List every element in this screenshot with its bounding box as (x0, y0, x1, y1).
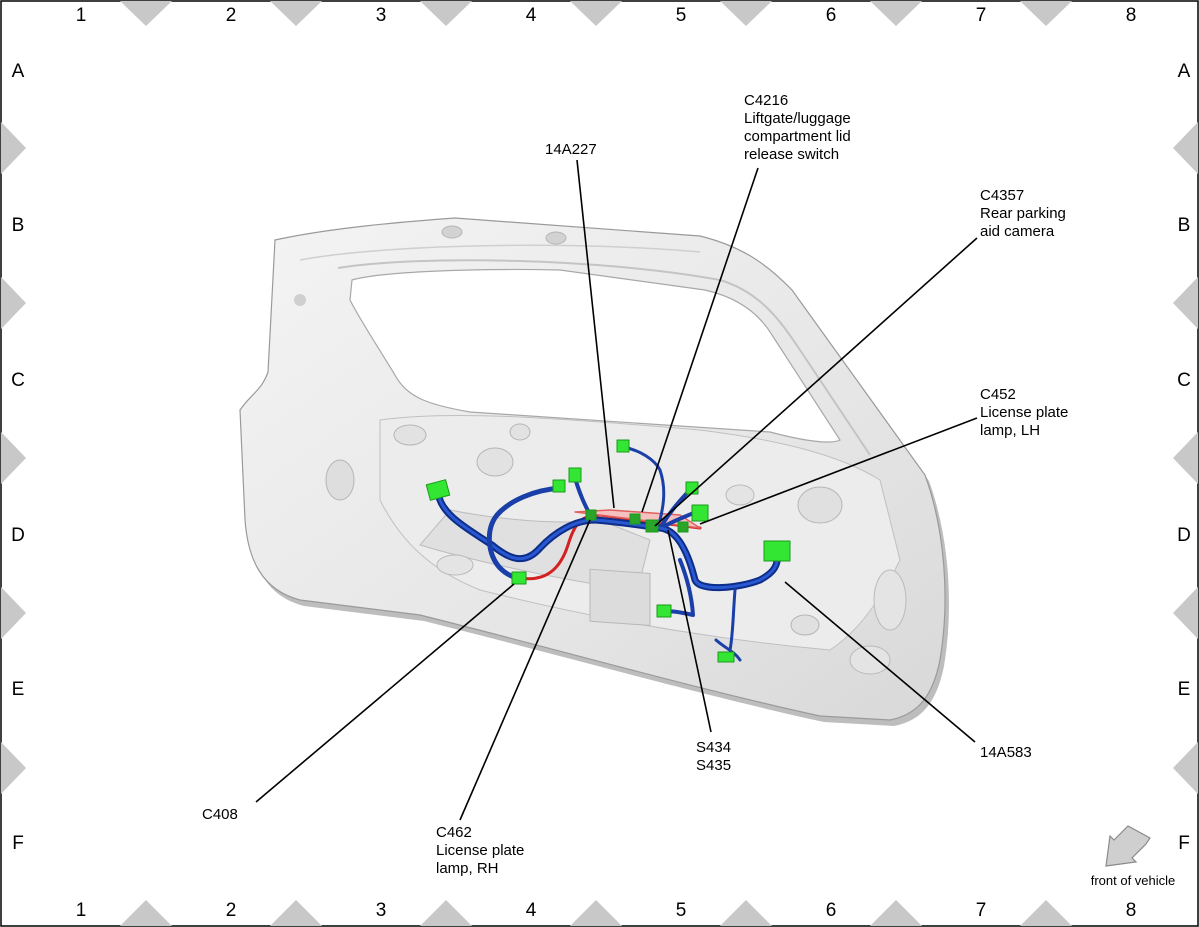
callout-line: C462 (436, 824, 472, 841)
leader-c4357 (654, 237, 978, 527)
callout-s434-s435: S434 S435 (696, 739, 731, 774)
col-label: 2 (226, 900, 237, 921)
col-label: 4 (526, 5, 537, 26)
callout-line: S435 (696, 757, 731, 774)
callout-line: S434 (696, 739, 731, 756)
callout-c462: C462 License plate lamp, RH (436, 824, 524, 877)
leader-c452 (699, 417, 978, 525)
col-label: 5 (676, 900, 687, 921)
leader-c462 (459, 519, 591, 821)
row-label: A (12, 61, 25, 82)
col-label: 8 (1126, 900, 1137, 921)
callout-line: lamp, RH (436, 860, 499, 877)
row-label: A (1178, 61, 1191, 82)
row-label: C (1177, 370, 1191, 391)
col-label: 3 (376, 900, 387, 921)
row-label: E (12, 679, 25, 700)
liftgate-panel (239, 217, 949, 726)
front-of-vehicle-label: front of vehicle (1091, 873, 1176, 888)
col-label: 6 (826, 900, 837, 921)
row-label: F (1178, 833, 1190, 854)
left-row-labels: A B C D E F (11, 61, 25, 854)
col-label: 4 (526, 900, 537, 921)
leader-14a227 (576, 159, 615, 509)
callout-line: C4357 (980, 187, 1024, 204)
front-of-vehicle-indicator: front of vehicle (1091, 825, 1176, 888)
row-label: C (11, 370, 25, 391)
row-label: D (1177, 525, 1191, 546)
callout-c452: C452 License plate lamp, LH (980, 386, 1068, 439)
top-border-markers (120, 1, 1072, 26)
arrow-icon (1105, 825, 1151, 867)
row-label: B (1178, 215, 1191, 236)
callout-line: lamp, LH (980, 422, 1040, 439)
row-label: F (12, 833, 24, 854)
bottom-border-markers (120, 900, 1072, 926)
col-label: 3 (376, 5, 387, 26)
row-label: B (12, 215, 25, 236)
row-label: E (1178, 679, 1191, 700)
callout-line: 14A583 (980, 744, 1032, 761)
callout-line: release switch (744, 146, 839, 163)
callout-c408: C408 (202, 806, 238, 823)
callout-line: aid camera (980, 223, 1055, 240)
col-label: 6 (826, 5, 837, 26)
wiring-harness (425, 439, 791, 663)
col-label: 7 (976, 5, 987, 26)
callout-line: License plate (980, 404, 1068, 421)
leader-c4216 (641, 167, 759, 513)
right-border-markers (1173, 122, 1198, 794)
row-label: D (11, 525, 25, 546)
callout-14a227: 14A227 (545, 141, 597, 158)
col-label: 1 (76, 900, 87, 921)
col-label: 8 (1126, 5, 1137, 26)
leader-c408 (255, 583, 515, 803)
leader-s434 (667, 529, 712, 733)
callout-14a583: 14A583 (980, 744, 1032, 761)
col-label: 2 (226, 5, 237, 26)
callout-line: C4216 (744, 92, 788, 109)
top-column-labels: 1 2 3 4 5 6 7 8 (76, 5, 1137, 26)
callout-line: 14A227 (545, 141, 597, 158)
callout-c4357: C4357 Rear parking aid camera (980, 187, 1066, 240)
callout-line: Rear parking (980, 205, 1066, 222)
callout-line: License plate (436, 842, 524, 859)
callout-line: C408 (202, 806, 238, 823)
leader-lines (255, 159, 978, 821)
bottom-column-labels: 1 2 3 4 5 6 7 8 (76, 900, 1137, 921)
callout-line: compartment lid (744, 128, 851, 145)
leader-14a583 (784, 581, 976, 743)
callout-line: C452 (980, 386, 1016, 403)
col-label: 7 (976, 900, 987, 921)
col-label: 1 (76, 5, 87, 26)
callout-line: Liftgate/luggage (744, 110, 851, 127)
left-border-markers (1, 122, 26, 794)
col-label: 5 (676, 5, 687, 26)
right-row-labels: A B C D E F (1177, 61, 1191, 854)
callout-c4216: C4216 Liftgate/luggage compartment lid r… (744, 92, 851, 163)
